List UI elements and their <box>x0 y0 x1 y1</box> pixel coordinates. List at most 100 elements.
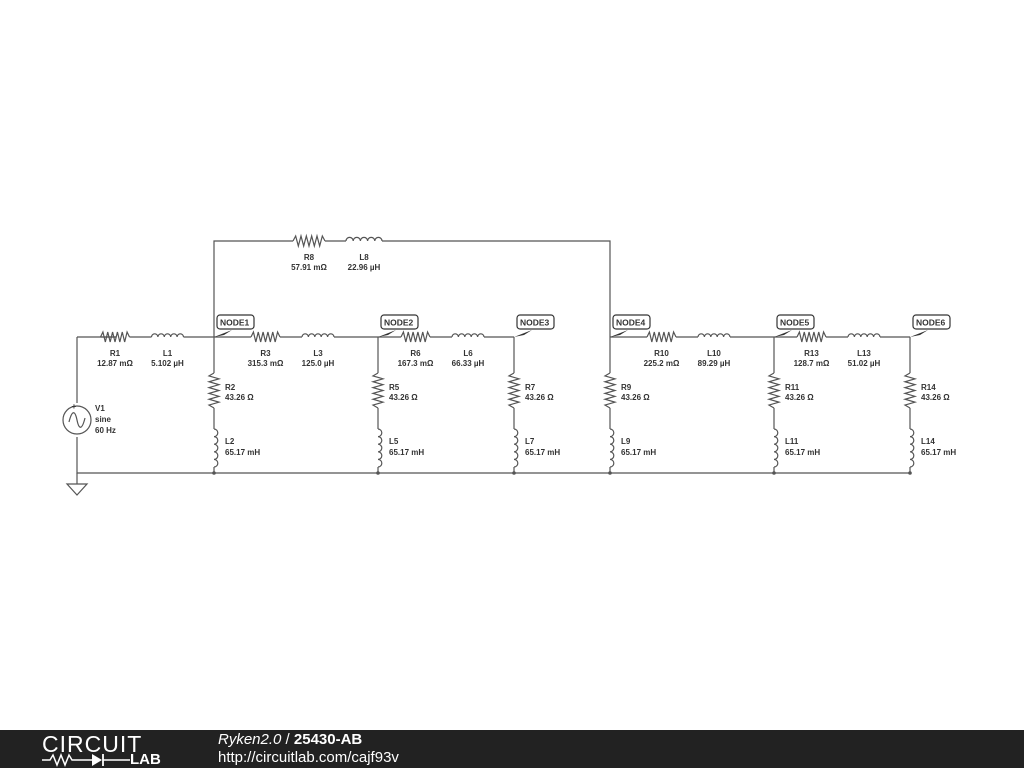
project-title: Ryken2.0 / 25430-AB <box>218 731 362 749</box>
inductor-l9 <box>609 428 615 468</box>
label-l14: L14 <box>921 437 935 446</box>
value-r2: 43.26 Ω <box>225 393 254 402</box>
inductor-l6 <box>451 333 485 338</box>
wire-bypass-right <box>382 240 611 337</box>
label-l10: L10 <box>707 349 721 358</box>
resistor-r14 <box>902 372 918 409</box>
inductor-l10 <box>697 333 731 338</box>
resistor-r13 <box>796 330 827 343</box>
inductor-l1 <box>150 333 185 338</box>
inductor-l13 <box>847 333 881 338</box>
label-r14: R14 <box>921 383 936 392</box>
value-l13: 51.02 µH <box>848 359 881 368</box>
node-label-6: NODE6 <box>916 318 946 328</box>
junction-dot <box>376 471 380 475</box>
value-l6: 66.33 µH <box>452 359 485 368</box>
label-l8: L8 <box>359 253 369 262</box>
project-user-link[interactable]: Ryken2.0 <box>218 731 282 748</box>
sine-wave-icon <box>68 412 86 428</box>
node-label-5-box <box>776 314 815 330</box>
value-l5: 65.17 mH <box>389 448 424 457</box>
inductor-l11 <box>773 428 779 468</box>
label-l2: L2 <box>225 437 235 446</box>
junction-dot <box>772 471 776 475</box>
label-r3: R3 <box>260 349 271 358</box>
logo-text-lab: LAB <box>130 751 161 768</box>
value-r10: 225.2 mΩ <box>644 359 680 368</box>
label-r6: R6 <box>410 349 421 358</box>
label-l5: L5 <box>389 437 399 446</box>
resistor-r7 <box>506 372 522 409</box>
value-r3: 315.3 mΩ <box>248 359 284 368</box>
label-r10: R10 <box>654 349 669 358</box>
node-label-4-arrow <box>610 330 628 337</box>
value-r13: 128.7 mΩ <box>794 359 830 368</box>
resistor-r9 <box>602 372 618 409</box>
title-separator: / <box>281 731 294 748</box>
inductor-l3 <box>301 333 335 338</box>
junction-dot <box>212 471 216 475</box>
resistor-r3 <box>250 330 281 343</box>
node-label-4-box <box>612 314 651 330</box>
inductor-l14 <box>909 428 915 468</box>
inductor-l8 <box>345 236 383 242</box>
resistor-r10 <box>646 330 677 343</box>
value-l10: 89.29 µH <box>698 359 731 368</box>
value-l1: 5.102 µH <box>151 359 184 368</box>
inductor-l7 <box>513 428 519 468</box>
label-r9: R9 <box>621 383 632 392</box>
resistor-r1 <box>99 330 131 343</box>
label-l7: L7 <box>525 437 535 446</box>
wire-bypass-left <box>213 240 293 337</box>
value-l7: 65.17 mH <box>525 448 560 457</box>
node-label-6-arrow <box>910 330 928 337</box>
inductor-l5 <box>377 428 383 468</box>
project-name[interactable]: 25430-AB <box>293 731 363 748</box>
junction-dot <box>608 471 612 475</box>
junction-dot <box>908 471 912 475</box>
value-l2: 65.17 mH <box>225 448 260 457</box>
value-r9: 43.26 Ω <box>621 393 650 402</box>
value-l3: 125.0 µH <box>302 359 335 368</box>
node-label-2-box <box>380 314 419 330</box>
node-label-1-box <box>216 314 255 330</box>
label-r8: R8 <box>304 253 315 262</box>
label-l6: L6 <box>463 349 473 358</box>
label-r11: R11 <box>785 383 800 392</box>
value-r11: 43.26 Ω <box>785 393 814 402</box>
label-l1: L1 <box>163 349 173 358</box>
source-plus-sign: + <box>72 402 77 411</box>
value-r14: 43.26 Ω <box>921 393 950 402</box>
label-l3: L3 <box>313 349 323 358</box>
node-label-6-box <box>912 314 951 330</box>
node-label-4: NODE4 <box>616 318 646 328</box>
resistor-r6 <box>400 330 431 343</box>
node-label-2-arrow <box>378 330 396 337</box>
resistor-r11 <box>766 372 782 409</box>
value-l11: 65.17 mH <box>785 448 820 457</box>
label-r5: R5 <box>389 383 400 392</box>
value-r7: 43.26 Ω <box>525 393 554 402</box>
node-label-3-box <box>516 314 555 330</box>
node-label-5: NODE5 <box>780 318 810 328</box>
circuitlab-logo[interactable]: CIRCUIT LAB <box>42 732 176 768</box>
value-r8: 57.91 mΩ <box>291 263 327 272</box>
node-label-3: NODE3 <box>520 318 550 328</box>
label-r2: R2 <box>225 383 236 392</box>
source-name: V1 <box>95 404 105 413</box>
resistor-r2 <box>206 372 222 409</box>
node-label-2: NODE2 <box>384 318 414 328</box>
value-l9: 65.17 mH <box>621 448 656 457</box>
source-type: sine <box>95 415 112 424</box>
node-label-5-arrow <box>774 330 792 337</box>
value-l14: 65.17 mH <box>921 448 956 457</box>
label-r13: R13 <box>804 349 819 358</box>
project-url[interactable]: http://circuitlab.com/cajf93v <box>218 749 399 766</box>
label-l13: L13 <box>857 349 871 358</box>
label-l11: L11 <box>785 437 799 446</box>
source-frequency: 60 Hz <box>95 426 116 435</box>
footer-bar: CIRCUIT LAB Ryken2.0 / 25430-AB http://c… <box>0 730 1024 768</box>
inductor-l2 <box>213 428 219 468</box>
resistor-r5 <box>370 372 386 409</box>
